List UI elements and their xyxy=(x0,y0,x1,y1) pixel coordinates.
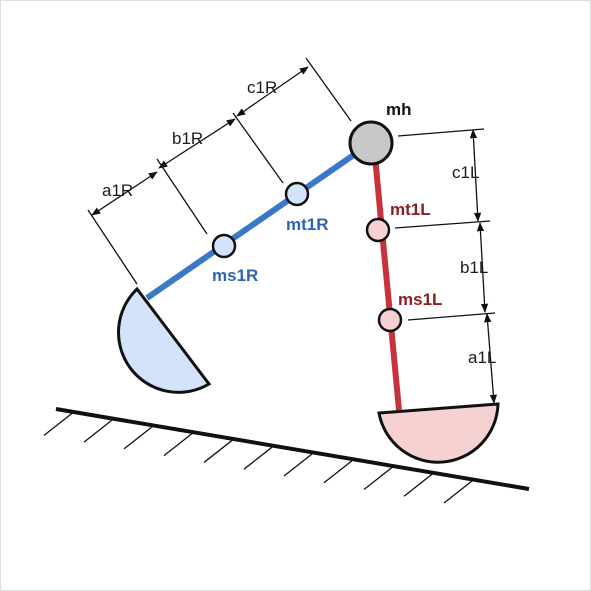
hatch-mark xyxy=(443,480,473,504)
hatch-mark xyxy=(363,466,393,491)
hatch-mark xyxy=(323,460,353,484)
ext-line-hip-left xyxy=(397,128,485,137)
left-dimensions xyxy=(394,128,497,404)
dim-c1l-label: c1L xyxy=(452,163,479,182)
hatch-mark xyxy=(43,412,73,436)
ground xyxy=(43,407,530,504)
hatch-mark xyxy=(203,439,233,463)
ground-line xyxy=(55,407,530,491)
right-leg-rod xyxy=(145,140,373,301)
right-shank-mass-dot xyxy=(211,233,237,259)
left-leg-rod xyxy=(371,145,402,411)
left-leg xyxy=(365,145,500,464)
hatch-mark xyxy=(243,446,273,470)
ext-line-hip-right xyxy=(305,57,352,122)
left-foot xyxy=(377,402,500,464)
right-leg xyxy=(117,140,373,394)
ext-line-ms1l xyxy=(407,312,496,321)
ground-hatch xyxy=(43,412,473,504)
dim-c1l-arrow xyxy=(469,129,482,222)
dim-a1r-arrow xyxy=(91,171,158,216)
left-shank-mass-dot xyxy=(377,307,403,333)
ext-line-mt1r xyxy=(232,112,284,184)
dim-a1l-arrow xyxy=(484,313,497,404)
right-thigh-mass-label: mt1R xyxy=(286,215,329,234)
dim-a1r-label: a1R xyxy=(102,181,133,200)
dim-c1r-label: c1R xyxy=(247,78,277,97)
dim-b1l-label: b1L xyxy=(460,258,488,277)
ext-line-mt1l xyxy=(394,220,491,229)
hatch-mark xyxy=(83,419,113,443)
dim-a1l-label: a1L xyxy=(468,348,496,367)
hatch-mark xyxy=(403,473,433,497)
hatch-mark xyxy=(283,453,313,477)
hatch-mark xyxy=(163,433,193,457)
left-thigh-mass-dot xyxy=(365,217,391,243)
dim-c1r-arrow xyxy=(236,66,309,117)
ext-line-ms1r xyxy=(156,158,208,235)
hip-mass-label: mh xyxy=(386,100,412,119)
hip-mass xyxy=(348,120,394,166)
left-shank-mass-label: ms1L xyxy=(398,290,442,309)
left-thigh-mass-label: mt1L xyxy=(390,200,431,219)
dim-b1r-arrow xyxy=(158,118,236,169)
dim-b1r-label: b1R xyxy=(172,129,203,148)
right-dimensions xyxy=(87,57,352,285)
hatch-mark xyxy=(123,426,153,450)
dim-b1l-arrow xyxy=(476,222,489,313)
ext-line-foot-right xyxy=(87,209,138,285)
right-shank-mass-label: ms1R xyxy=(212,266,258,285)
right-foot xyxy=(117,286,212,394)
right-thigh-mass-dot xyxy=(284,181,310,207)
